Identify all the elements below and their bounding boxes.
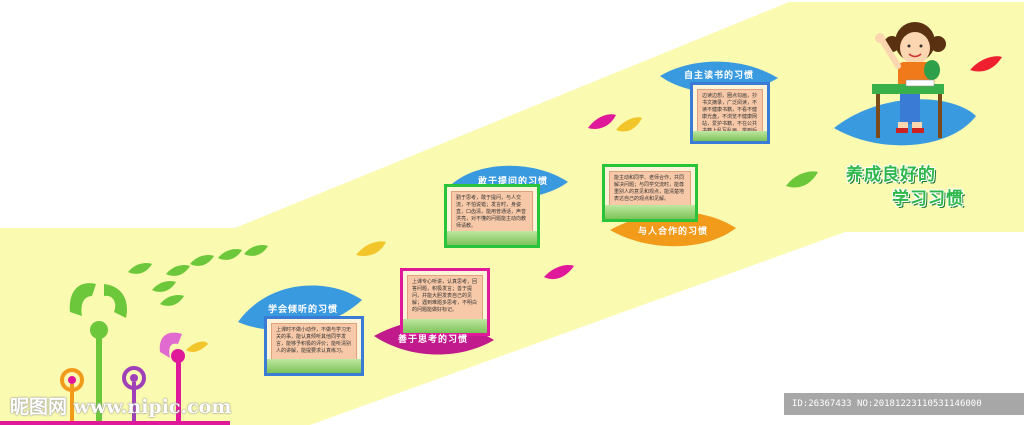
slogan-line-1: 养成良好的 (846, 165, 936, 185)
habit-4-scene (605, 205, 695, 219)
leaf-deco (190, 254, 214, 266)
leaf-deco (616, 117, 642, 132)
leaf-deco (786, 171, 818, 188)
habit-4-text: 能主动和同学、老师合作，共同解决问题；与同学交流时，能尊重别人的意见和观点，能清… (609, 171, 691, 211)
habit-3-card: 勤于思考，敢于提问，与人交流，不怕说错；发言时，身姿直，口齿清，能用普通话，声音… (444, 184, 540, 248)
leaf-deco (166, 264, 190, 276)
girl-illustration (872, 22, 946, 138)
leaf-deco (244, 244, 268, 256)
habit-3-title: 敢于提问的习惯 (477, 177, 548, 187)
habit-1-title: 学会倾听的习惯 (267, 305, 338, 315)
leaf-deco (588, 114, 616, 129)
habit-4-card: 能主动和同学、老师合作，共同解决问题；与同学交流时，能尊重别人的意见和观点，能清… (602, 164, 698, 222)
habit-2-scene (403, 319, 487, 333)
habit-5-title: 自主读书的习惯 (683, 71, 754, 81)
habit-4-title: 与人合作的习惯 (637, 227, 708, 237)
flower-decoration (0, 283, 230, 425)
slogan-line-2: 学习习惯 (892, 189, 964, 209)
habit-5-card: 边读边想，圈点勾画，抄书文摘录，广泛阅读，不读不健康书籍，不看不健康光盘，不浏览… (690, 82, 770, 144)
leaf-deco (160, 294, 184, 306)
leaf-deco (218, 248, 242, 260)
habit-1-card: 上课时不做小动作，不做与学习无关的事，能认真倾听其他同学发言，能够予积极的评价；… (264, 316, 364, 376)
leaf-deco (544, 265, 574, 280)
leaf-deco (128, 262, 152, 274)
habit-3-scene (447, 231, 537, 245)
habit-2-title: 善于思考的习惯 (397, 335, 468, 345)
habit-5-scene (693, 131, 767, 141)
habit-5-text: 边读边想，圈点勾画，抄书文摘录，广泛阅读，不读不健康书籍，不看不健康光盘，不浏览… (697, 89, 763, 141)
leaf-deco (970, 56, 1002, 72)
habit-2-card: 上课专心听讲，认真思考，回答问题，积极发言；善于提问，并能大胆发表自己的见解；遇… (400, 268, 490, 336)
leaf-deco (152, 280, 176, 292)
watermark-site: 昵图网 www.nipic.com (10, 396, 232, 418)
habit-1-scene (267, 359, 361, 373)
watermark-id: ID:26367433 NO:20181223110531146000 (784, 393, 1024, 415)
leaf-deco (356, 241, 386, 256)
habit-3-text: 勤于思考，敢于提问，与人交流，不怕说错；发言时，身姿直，口齿清，能用普通话，声音… (451, 191, 533, 237)
habit-2-text: 上课专心听讲，认真思考，回答问题，积极发言；善于提问，并能大胆发表自己的见解；遇… (407, 275, 483, 323)
habit-1-text: 上课时不做小动作，不做与学习无关的事，能认真倾听其他同学发言，能够予积极的评价；… (271, 323, 357, 363)
